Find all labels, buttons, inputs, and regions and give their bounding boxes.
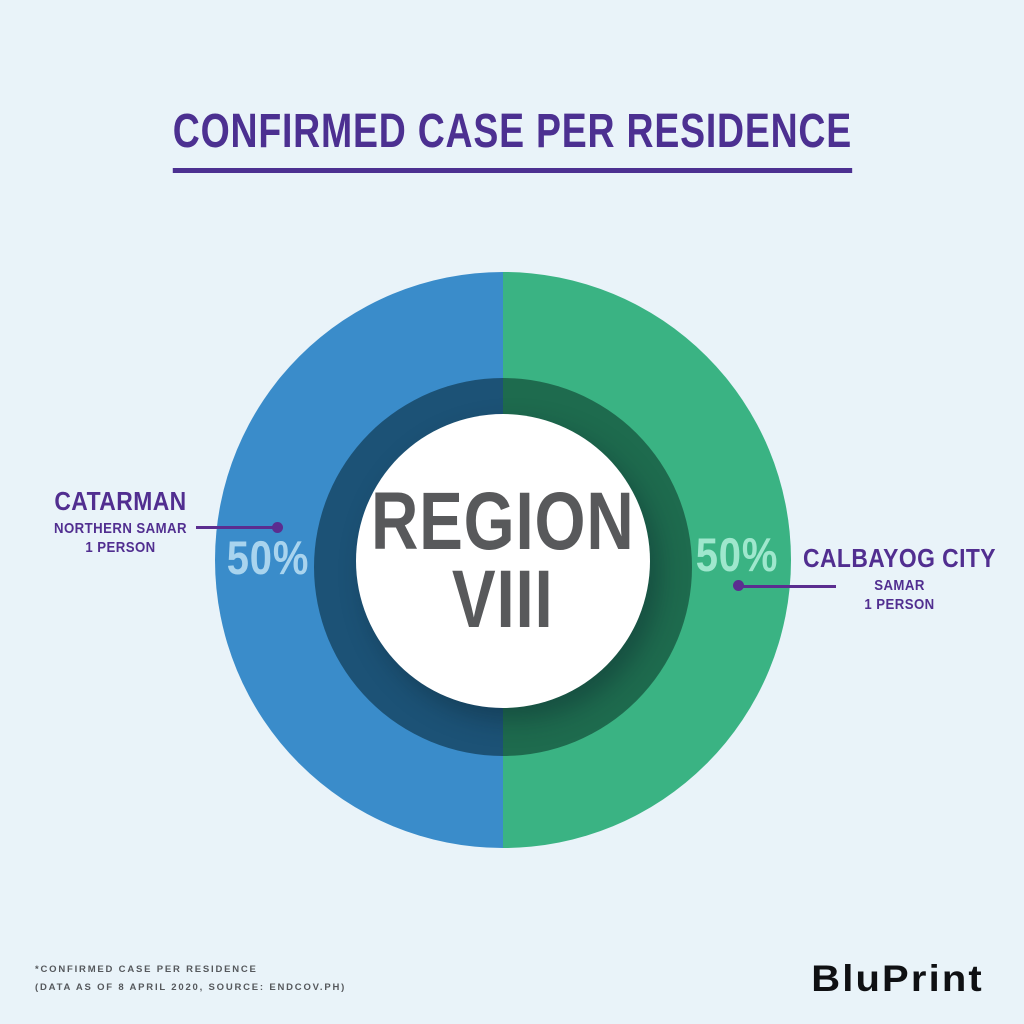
region-label-line1: REGION	[371, 476, 635, 568]
region-label-line2: VIII	[452, 554, 554, 645]
leader-dot-right	[733, 580, 744, 591]
page-title: CONFIRMED CASE PER RESIDENCE	[172, 104, 852, 173]
callout-calbayog: CALBAYOG CITY SAMAR 1 PERSON	[796, 543, 1003, 613]
region-label: REGION VIII	[371, 476, 635, 645]
percent-value-catarman: 50%	[226, 531, 310, 584]
donut-center-circle: REGION VIII	[356, 414, 650, 708]
callout-calbayog-count: 1 PERSON	[864, 596, 935, 613]
leader-line-left	[196, 526, 278, 529]
header: CONFIRMED CASE PER RESIDENCE	[0, 104, 1024, 173]
leader-line-right	[740, 585, 836, 588]
percent-value-calbayog: 50%	[695, 528, 779, 581]
source-footnote: *CONFIRMED CASE PER RESIDENCE (DATA AS O…	[35, 961, 346, 996]
callout-calbayog-sub: SAMAR	[874, 577, 925, 594]
footnote-line1: *CONFIRMED CASE PER RESIDENCE	[35, 964, 258, 975]
bluprint-logo: BluPrint	[811, 958, 984, 999]
callout-calbayog-name: CALBAYOG CITY	[802, 543, 997, 573]
callout-catarman-sub: NORTHERN SAMAR	[53, 520, 188, 537]
callout-catarman-count: 1 PERSON	[85, 539, 156, 556]
callout-catarman-name: CATARMAN	[54, 486, 187, 516]
footnote-line2: (DATA AS OF 8 APRIL 2020, SOURCE: ENDCOV…	[35, 981, 347, 993]
leader-dot-left	[272, 522, 283, 533]
callout-catarman: CATARMAN NORTHERN SAMAR 1 PERSON	[30, 486, 210, 556]
